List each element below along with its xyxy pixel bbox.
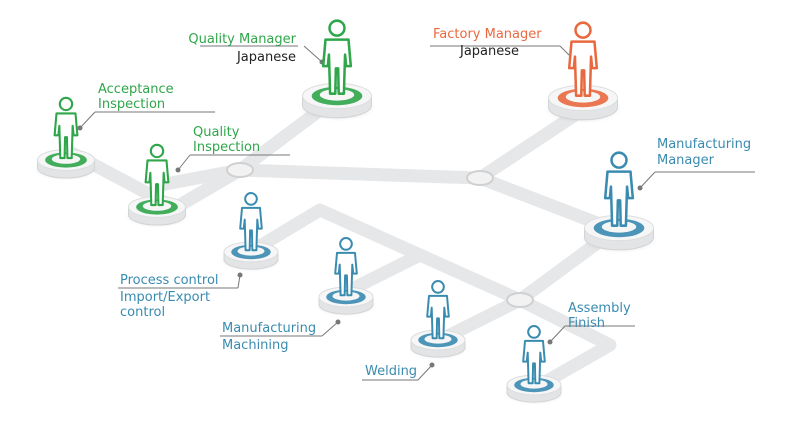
road-junctions (226, 162, 534, 308)
junction-node (466, 170, 494, 186)
welding-label: Welding (365, 364, 418, 379)
factory-manager-title: Factory Manager (433, 27, 542, 42)
assembly-finish-figure (503, 325, 565, 405)
quality-inspection-figure (124, 143, 190, 228)
acceptance-inspection-line2: Inspection (98, 97, 166, 112)
manufacturing-manager-line1: Manufacturing (657, 137, 752, 152)
assembly-finish-line1: Assembly (568, 301, 631, 316)
manufacturing-manager-figure (579, 151, 659, 254)
acceptance-inspection-line1: Acceptance (98, 82, 174, 97)
factory-manager-subtitle: Japanese (460, 44, 520, 59)
junction-node (506, 292, 534, 308)
quality-manager-subtitle: Japanese (236, 50, 296, 65)
process-control-line3: control (120, 305, 166, 320)
manufacturing-machining-line1: Manufacturing (222, 321, 317, 336)
manufacturing-manager-line2: Manager (657, 153, 714, 168)
quality-inspection-line2: Inspection (193, 140, 261, 155)
manufacturing-machining-line2: Machining (222, 338, 289, 353)
quality-manager-title: Quality Manager (188, 32, 296, 47)
welding-figure (407, 280, 469, 360)
junction-node (226, 162, 254, 178)
figures (33, 19, 659, 405)
process-control-figure (220, 192, 282, 272)
quality-inspection-line1: Quality (193, 125, 240, 140)
factory-manager-figure (543, 21, 623, 124)
manufacturing-machining-figure (315, 237, 377, 317)
process-control-line2: Import/Export (120, 290, 211, 305)
quality-manager-figure (297, 19, 377, 122)
process-control-line1: Process control (120, 273, 219, 288)
acceptance-inspection-figure (33, 96, 99, 181)
assembly-finish-line2: Finish (568, 316, 606, 331)
